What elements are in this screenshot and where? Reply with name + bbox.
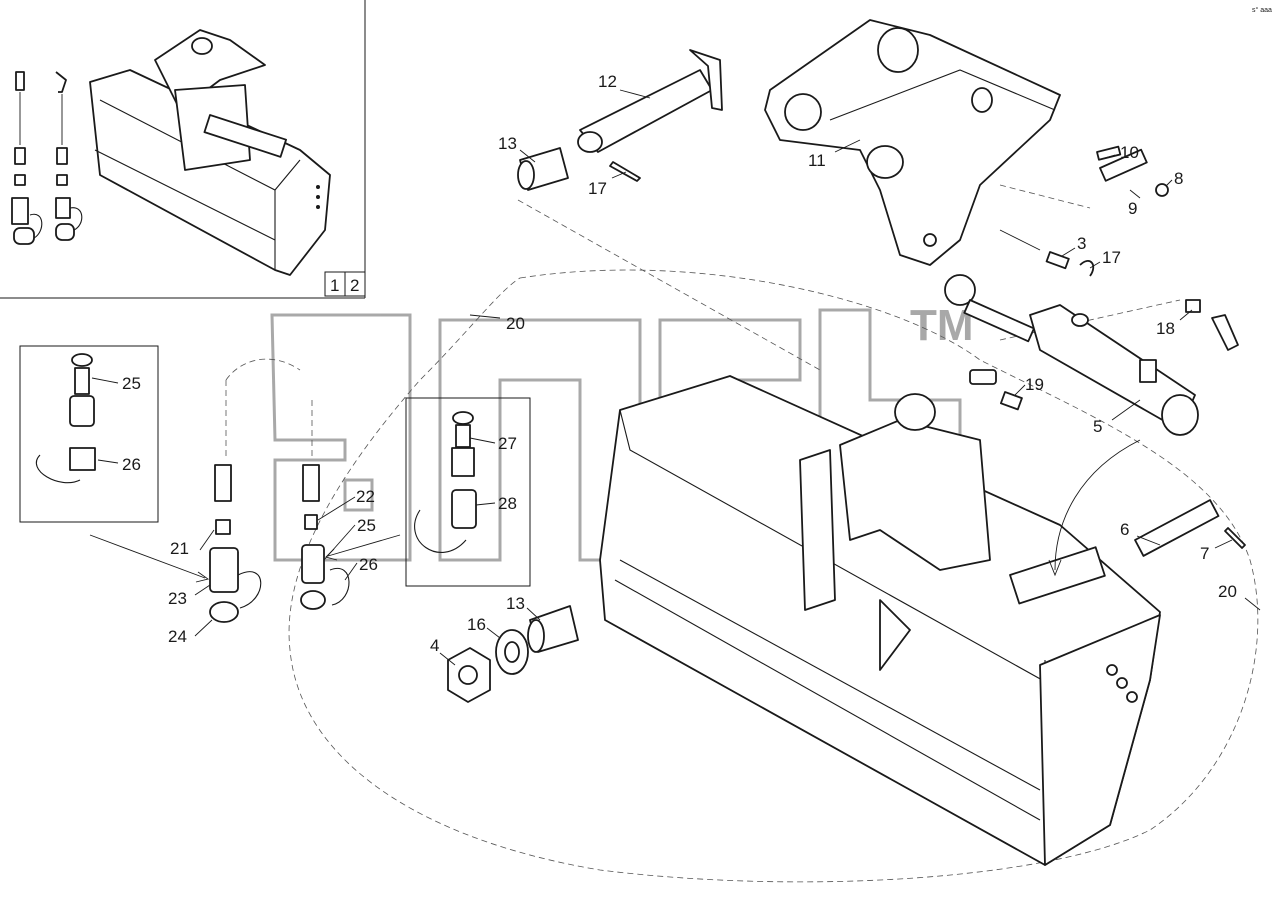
callout-5: 5	[1093, 417, 1102, 436]
hydraulic-fitting-icon	[11, 71, 83, 245]
coupler-detail-box	[19, 345, 159, 523]
callout-16: 17	[1102, 248, 1121, 267]
coupler-detail-box	[405, 397, 531, 587]
callout-21: 23	[168, 589, 187, 608]
quick-coupler-icon	[300, 400, 350, 610]
callout-24: 26	[359, 555, 378, 574]
corner-mark: s° aaa	[1252, 6, 1272, 14]
bucket-icon	[599, 375, 1161, 866]
callout-20: 21	[170, 539, 189, 558]
callout-13: 13	[498, 134, 517, 153]
washer-icon	[495, 629, 529, 675]
callout-8: 8	[1174, 169, 1183, 188]
mount-bracket-icon	[764, 19, 1061, 266]
hydraulic-cylinder-icon	[944, 274, 1199, 436]
callout-11: 11	[808, 151, 826, 170]
callout-23: 25	[357, 516, 376, 535]
callout-27: 27	[498, 434, 517, 453]
callout-28: 28	[498, 494, 517, 513]
callout-19: 20	[506, 314, 525, 333]
pin-icon	[577, 49, 723, 153]
callout-10: 10	[1120, 143, 1139, 162]
callout-14: 16	[467, 615, 486, 634]
overview-inset: 1 2	[0, 0, 366, 299]
variant-tab-1[interactable]: 1	[330, 276, 339, 295]
callout-4: 4	[430, 636, 439, 655]
bushing-icon	[517, 147, 569, 191]
hydraulic-fitting-icon	[999, 251, 1239, 411]
callout-12: 12	[598, 72, 617, 91]
callout-15: 17	[588, 179, 607, 198]
callout-6: 6	[1120, 520, 1129, 539]
direction-arrow	[89, 534, 206, 579]
bucket-icon	[89, 29, 331, 276]
callout-18: 20	[1218, 582, 1237, 601]
callout-22: 24	[168, 627, 187, 646]
callout-13b: 13	[506, 594, 525, 613]
callout-17b: 19	[1025, 375, 1044, 394]
pin-icon	[1134, 499, 1246, 557]
callout-7: 7	[1200, 544, 1209, 563]
callout-3: 3	[1077, 234, 1086, 253]
callout-labels: 12 13 17 11 10 9 8 3 17 18 19 5 6 7 20 2…	[122, 72, 1237, 655]
quick-coupler-icon	[209, 380, 262, 623]
callout-9: 9	[1128, 199, 1137, 218]
callout-20b: 22	[356, 487, 375, 506]
variant-tab-2[interactable]: 2	[350, 276, 359, 295]
callout-25: 25	[122, 374, 141, 393]
bushing-icon	[527, 605, 579, 653]
castle-nut-icon	[447, 647, 491, 703]
assembly-outline	[288, 269, 1259, 883]
cotter-pin-icon	[609, 161, 641, 182]
callout-26: 26	[122, 455, 141, 474]
pin-icon	[1096, 145, 1169, 197]
callout-17: 18	[1156, 319, 1175, 338]
watermark-tm: TM	[910, 301, 974, 350]
